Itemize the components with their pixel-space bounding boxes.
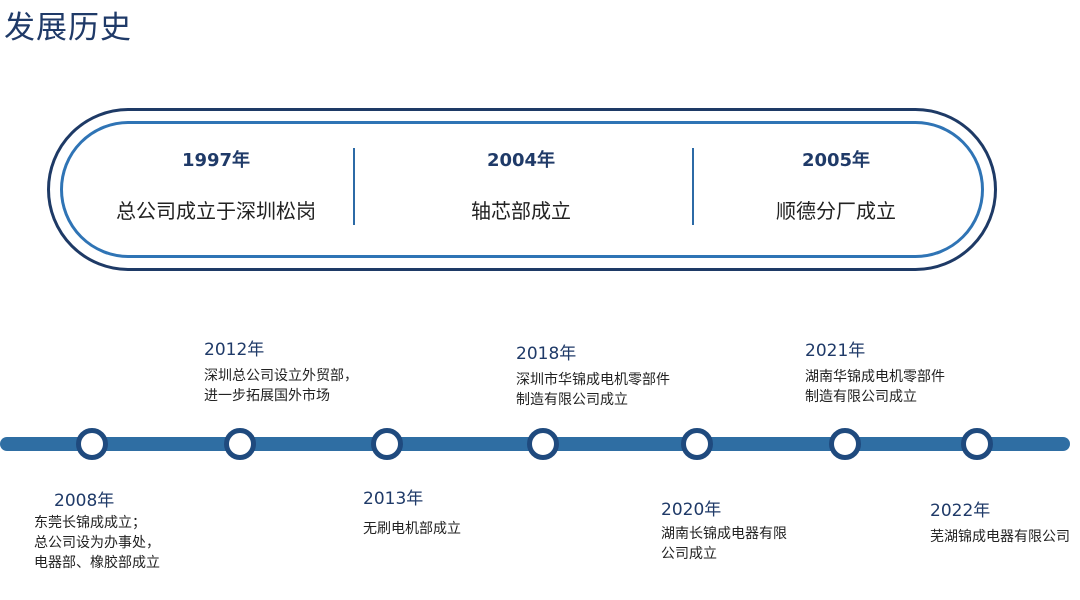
milestone-text: 顺德分厂成立 <box>776 199 896 223</box>
event-description: 湖南华锦成电机零部件 制造有限公司成立 <box>805 367 945 407</box>
capsule-divider <box>692 148 694 225</box>
event-description: 深圳市华锦成电机零部件 制造有限公司成立 <box>516 370 670 410</box>
event-line: 制造有限公司成立 <box>516 392 628 408</box>
event-line: 湖南长锦成电器有限 <box>661 526 787 542</box>
event-year: 2012年 <box>204 340 265 360</box>
event-year: 2022年 <box>930 501 991 521</box>
milestone-text: 轴芯部成立 <box>471 199 571 223</box>
event-description: 湖南长锦成电器有限 公司成立 <box>661 524 787 564</box>
timeline-node <box>829 428 861 460</box>
capsule-divider <box>353 148 355 225</box>
event-line: 进一步拓展国外市场 <box>204 388 330 404</box>
timeline-node <box>371 428 403 460</box>
capsule-outer-border <box>47 108 997 271</box>
event-year: 2008年 <box>54 491 115 511</box>
timeline-node <box>961 428 993 460</box>
event-description: 东莞长锦成成立； 总公司设为办事处， 电器部、橡胶部成立 <box>34 513 160 573</box>
event-year: 2020年 <box>661 500 722 520</box>
event-line: 东莞长锦成成立； <box>34 515 146 531</box>
milestone-year: 2005年 <box>801 150 871 171</box>
page-title: 发展历史 <box>4 10 132 46</box>
event-description: 芜湖锦成电器有限公司 <box>930 527 1070 547</box>
event-description: 深圳总公司设立外贸部， 进一步拓展国外市场 <box>204 366 358 406</box>
capsule-inner-border <box>60 121 984 258</box>
timeline-node <box>224 428 256 460</box>
event-year: 2018年 <box>516 344 577 364</box>
timeline-node <box>527 428 559 460</box>
event-line: 无刷电机部成立 <box>363 521 461 537</box>
event-line: 深圳市华锦成电机零部件 <box>516 372 670 388</box>
milestone-year: 2004年 <box>486 150 556 171</box>
event-line: 芜湖锦成电器有限公司 <box>930 529 1070 545</box>
milestone-text: 总公司成立于深圳松岗 <box>116 199 316 223</box>
milestone-year: 1997年 <box>181 150 251 171</box>
timeline-node <box>76 428 108 460</box>
timeline-node <box>681 428 713 460</box>
event-line: 深圳总公司设立外贸部， <box>204 368 358 384</box>
event-description: 无刷电机部成立 <box>363 519 461 539</box>
event-year: 2013年 <box>363 489 424 509</box>
event-line: 电器部、橡胶部成立 <box>34 555 160 571</box>
event-line: 公司成立 <box>661 546 717 562</box>
event-year: 2021年 <box>805 341 866 361</box>
event-line: 制造有限公司成立 <box>805 389 917 405</box>
event-line: 湖南华锦成电机零部件 <box>805 369 945 385</box>
event-line: 总公司设为办事处， <box>34 535 160 551</box>
